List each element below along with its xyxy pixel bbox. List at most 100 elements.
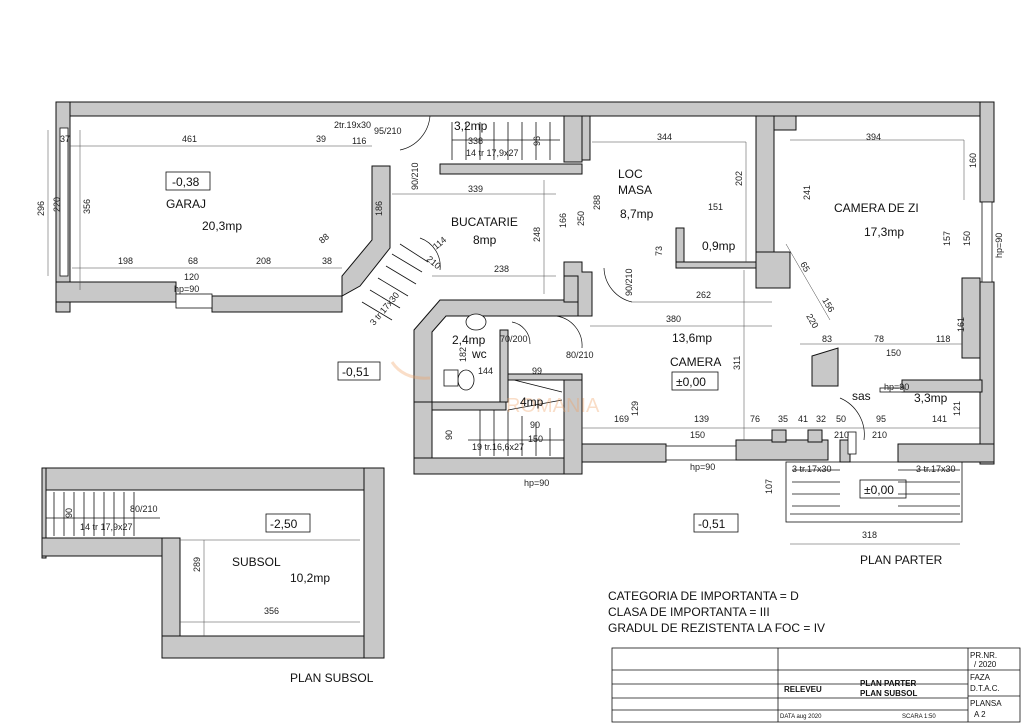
dim-296: 296 <box>36 201 46 216</box>
subsol-dim-289: 289 <box>192 557 202 572</box>
dim-35: 35 <box>778 414 788 424</box>
dimension-lines <box>47 130 980 636</box>
title-block <box>611 647 1021 723</box>
plan-subsol-title: PLAN SUBSOL <box>290 671 374 685</box>
dim-157: 157 <box>942 231 952 246</box>
dim-37: 37 <box>60 134 70 144</box>
dim-90v: 90 <box>444 430 454 440</box>
dim-95-210: 95/210 <box>374 126 402 136</box>
loc-masa-area: 8,7mp <box>620 207 654 221</box>
dim-76: 76 <box>750 414 760 424</box>
dim-50: 50 <box>836 414 846 424</box>
hp90-bottom: hp=90 <box>690 462 715 472</box>
sas-name: sas <box>852 389 871 403</box>
dim-150h: 150 <box>886 348 901 358</box>
loc-masa-name-2: MASA <box>618 183 652 197</box>
tb-prnr-label: PR.NR. <box>970 651 997 660</box>
door-swings <box>399 115 865 441</box>
dim-141: 141 <box>932 414 947 424</box>
bucatarie-name: BUCATARIE <box>451 215 518 229</box>
outside-level-bottom: -0,51 <box>698 517 726 531</box>
dim-344: 344 <box>657 132 672 142</box>
camera-name: CAMERA <box>670 355 721 369</box>
walls-subsol <box>41 467 385 659</box>
dim-90: 90 <box>530 420 540 430</box>
dim-220b: 220 <box>804 312 820 330</box>
garaj-area: 20,3mp <box>202 219 242 233</box>
hp90-garage: hp=90 <box>174 284 199 294</box>
stairs-diagonal <box>361 243 429 321</box>
tb-plansa-value: A 2 <box>974 710 986 719</box>
plan-parter-title: PLAN PARTER <box>860 553 943 567</box>
hp90-sas: hp=90 <box>884 382 909 392</box>
dim-208: 208 <box>256 256 271 266</box>
dim-90-210: 90/210 <box>410 162 420 190</box>
dim-461: 461 <box>182 134 197 144</box>
subsol-dim-80-210: 80/210 <box>130 504 158 514</box>
camera-area: 13,6mp <box>672 331 712 345</box>
dim-32: 32 <box>816 414 826 424</box>
dim-39: 39 <box>316 134 326 144</box>
garaj-name: GARAJ <box>166 197 206 211</box>
dim-139: 139 <box>694 414 709 424</box>
stair-room-area: 4mp <box>520 395 544 409</box>
dim-150v: 150 <box>962 231 972 246</box>
dim-250: 250 <box>576 211 586 226</box>
stairs-subsol <box>46 492 160 536</box>
dim-394: 394 <box>866 132 881 142</box>
watermark-swoosh <box>390 361 431 380</box>
dim-339: 339 <box>468 184 483 194</box>
dim-95: 95 <box>876 414 886 424</box>
tb-prnr-value: / 2020 <box>974 660 997 669</box>
dim-318: 318 <box>862 530 877 540</box>
notes: CATEGORIA DE IMPORTANTA = D CLASA DE IMP… <box>608 589 825 635</box>
dim-356: 356 <box>82 199 92 214</box>
tb-faza-value: D.T.A.C. <box>970 684 1000 693</box>
dim-88: 88 <box>317 231 331 245</box>
subsol-dim-14tr: 14 tr 17,9x27 <box>80 522 133 532</box>
wc-area: 2,4mp <box>452 333 486 347</box>
subsol-area: 10,2mp <box>290 571 330 585</box>
dim-19tr: 19 tr.16,6x27 <box>472 442 524 452</box>
tb-data: DATA aug 2020 <box>780 714 822 720</box>
dim-151: 151 <box>708 202 723 212</box>
subsol-dim-356: 356 <box>264 606 279 616</box>
dim-220: 220 <box>52 197 62 212</box>
dim-338: 338 <box>468 136 483 146</box>
sas-area: 3,3mp <box>914 391 948 405</box>
walls-parter <box>55 101 995 475</box>
camera-de-zi-area: 17,3mp <box>864 225 904 239</box>
outside-level-left: -0,51 <box>342 365 370 379</box>
dim-114: 114 <box>431 235 448 252</box>
tb-plan1: PLAN PARTER <box>860 679 917 688</box>
dimension-texts: 461 37 39 2tr.19x30 95/210 116 338 96 14… <box>36 120 1004 616</box>
dim-150c: 150 <box>528 434 543 444</box>
dim-14tr-top: 14 tr 17,9x27 <box>466 148 519 158</box>
subsol-level: -2,50 <box>270 517 298 531</box>
note-categoria: CATEGORIA DE IMPORTANTA = D <box>608 589 799 603</box>
dim-156: 156 <box>820 296 836 314</box>
room-labels: -0,38 GARAJ 20,3mp 3,2mp BUCATARIE 8mp L… <box>165 119 948 685</box>
dim-311: 311 <box>732 356 742 370</box>
dim-107: 107 <box>764 479 774 494</box>
dim-144: 144 <box>478 366 493 376</box>
dim-210c: 210 <box>872 430 887 440</box>
stairs-top <box>451 122 560 160</box>
dim-90-210b: 90/210 <box>624 268 634 296</box>
dim-41: 41 <box>798 414 808 424</box>
dim-186: 186 <box>374 201 384 216</box>
camera-de-zi-name: CAMERA DE ZI <box>834 201 919 215</box>
dim-73: 73 <box>654 246 664 256</box>
note-grad-foc: GRADUL DE REZISTENTA LA FOC = IV <box>608 621 825 635</box>
dim-160: 160 <box>968 153 978 168</box>
bucatarie-area: 8mp <box>473 233 497 247</box>
dim-129: 129 <box>630 401 640 416</box>
dim-118: 118 <box>936 334 950 344</box>
dim-169: 169 <box>614 414 629 424</box>
dim-120: 120 <box>184 272 199 282</box>
dim-380: 380 <box>666 314 681 324</box>
dim-248: 248 <box>532 227 542 242</box>
dim-65: 65 <box>798 260 812 274</box>
